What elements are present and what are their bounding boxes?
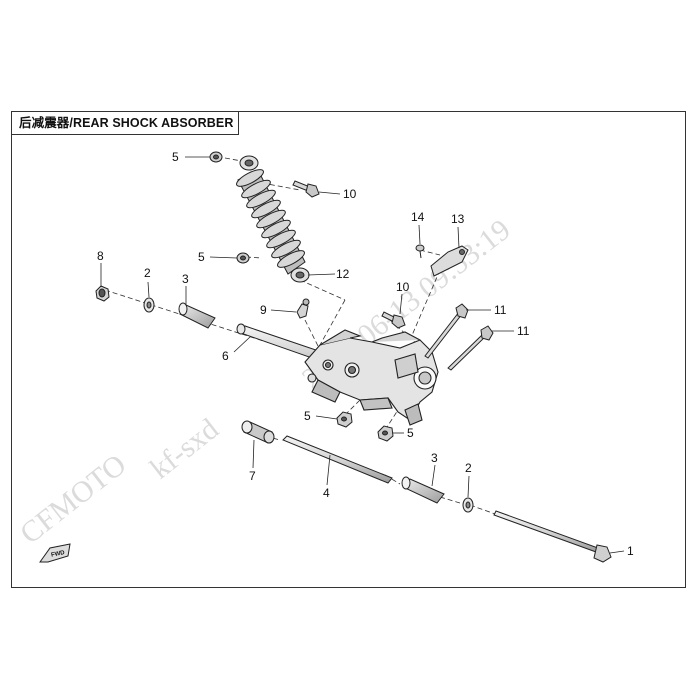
part-3-sleeve-right xyxy=(401,476,445,504)
callout-labels: 1 2 2 3 3 4 5 5 5 5 6 7 8 9 10 10 11 11 … xyxy=(97,150,634,558)
part-5-nut-top xyxy=(209,151,223,163)
part-2-washer-left xyxy=(143,297,155,313)
part-1-long-bolt xyxy=(493,510,612,563)
fwd-label: FWD xyxy=(51,550,66,559)
part-13-bracket-plate xyxy=(430,245,469,277)
part-7-bushing xyxy=(241,420,275,444)
part-11-bolt-upper xyxy=(424,303,469,359)
callout-5-top: 5 xyxy=(172,150,179,164)
part-12-rear-shock-absorber xyxy=(236,155,310,283)
part-10-bolt-mid xyxy=(381,311,406,329)
part-3-sleeve-left xyxy=(178,302,216,329)
part-5-nut-lower-left xyxy=(336,411,353,428)
part-5-nut-lower-right xyxy=(377,425,394,442)
part-9-grease-nipple xyxy=(296,298,310,319)
watermark-brand: CFMOTO xyxy=(14,448,132,551)
callout-9: 9 xyxy=(260,303,267,317)
callout-3-right: 3 xyxy=(431,451,438,465)
callout-4: 4 xyxy=(323,486,330,500)
part-4-shaft xyxy=(282,435,393,484)
callout-2-left: 2 xyxy=(144,266,151,280)
part-11-bolt-lower xyxy=(447,325,494,371)
callout-7: 7 xyxy=(249,469,256,483)
part-2-washer-right xyxy=(462,497,474,513)
part-14-screw xyxy=(415,244,425,259)
callout-6: 6 xyxy=(222,349,229,363)
callout-11-upper: 11 xyxy=(494,303,507,317)
part-5-nut-mid xyxy=(236,252,250,264)
callout-5-mid: 5 xyxy=(198,250,205,264)
part-10-bolt-top xyxy=(292,180,320,198)
part-8-nut xyxy=(95,285,110,302)
callout-14: 14 xyxy=(411,210,425,224)
callout-8: 8 xyxy=(97,249,104,263)
callout-10-top: 10 xyxy=(343,187,357,201)
callout-5-lower-right: 5 xyxy=(407,426,414,440)
callout-1: 1 xyxy=(627,544,634,558)
watermark-user: kf-sxd xyxy=(144,412,225,485)
leader-lines xyxy=(100,156,625,554)
callout-13: 13 xyxy=(451,212,465,226)
diagram-title: 后减震器/REAR SHOCK ABSORBER xyxy=(11,111,239,135)
fwd-arrow: FWD xyxy=(39,543,71,563)
swing-arm-bracket xyxy=(304,329,439,426)
callout-11-lower: 11 xyxy=(517,324,530,338)
callout-5-lower-left: 5 xyxy=(304,409,311,423)
callout-10-mid: 10 xyxy=(396,280,410,294)
callout-12: 12 xyxy=(336,267,350,281)
callout-2-right: 2 xyxy=(465,461,472,475)
diagram-frame xyxy=(11,111,686,588)
callout-3-left: 3 xyxy=(182,272,189,286)
